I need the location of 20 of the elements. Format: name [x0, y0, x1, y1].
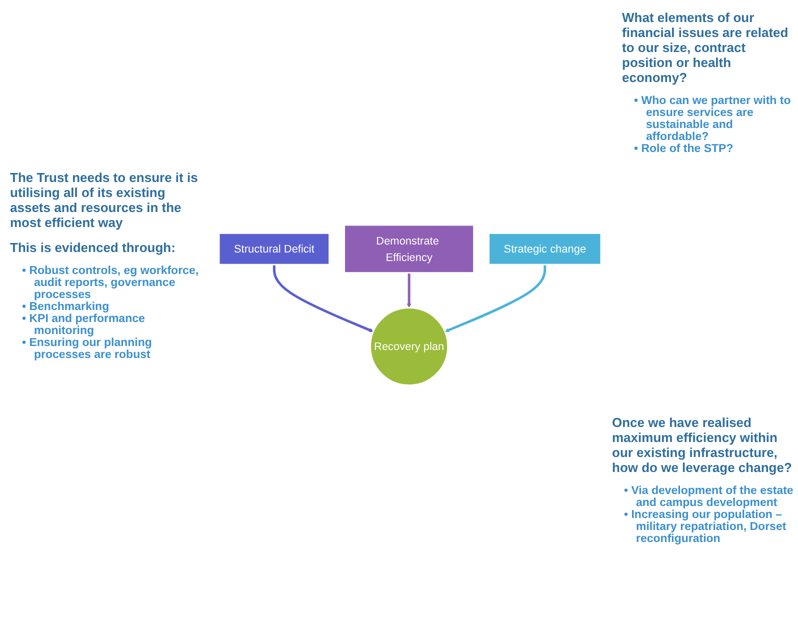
- arrow: [406, 272, 412, 308]
- bullet-item: • KPI and performance monitoring: [22, 313, 146, 337]
- node-box: [488, 232, 602, 266]
- note-text: Once we have realised maximum efficiency within our existing infrastructure, how do we leverage change?: [612, 415, 793, 475]
- arrow: [272, 264, 374, 332]
- bullet-item: • Increasing our population – military repatriation, Dorset reconfiguration: [624, 509, 788, 545]
- node-box: [344, 224, 475, 274]
- note-text: This is evidenced through:: [10, 240, 176, 255]
- bullet-item: • Via development of the estate and campus development: [624, 485, 794, 509]
- bullet-item: • Ensuring our planning processes are robust: [22, 337, 153, 361]
- bullet-item: • Role of the STP?: [634, 143, 734, 155]
- note-text: The Trust needs to ensure it is utilising all of its existing assets and resources in the most efficient way: [10, 170, 199, 230]
- note-text: What elements of our financial issues are related to our size, contract position or health economy?: [622, 10, 790, 85]
- bullet-item: • Benchmarking: [22, 301, 110, 313]
- diagram: Structural Deficit Demonstrate Efficiency Strategic change Recovery plan: [215, 220, 605, 390]
- node-circle: [370, 306, 449, 386]
- node-box: [218, 232, 330, 266]
- bullet-item: • Robust controls, eg workforce, audit reports, governance processes: [22, 265, 200, 301]
- bullet-item: • Who can we partner with to ensure services are sustainable and affordable?: [634, 95, 792, 143]
- arrow: [444, 264, 546, 332]
